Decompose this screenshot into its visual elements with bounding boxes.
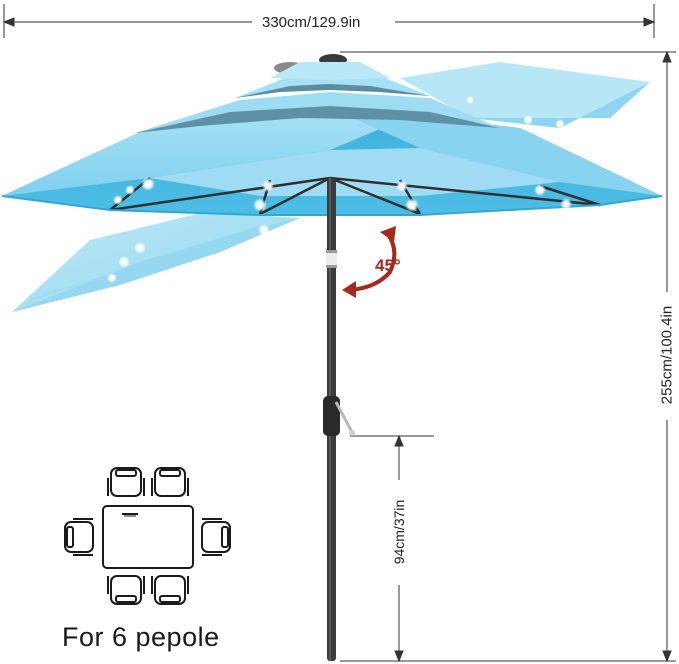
- canopy-main: [1, 54, 663, 216]
- led-lights: [107, 96, 572, 283]
- tilt-angle-label: 45°: [375, 256, 401, 275]
- width-dimension-line: [2, 4, 656, 38]
- tilted-canopy-section: [12, 212, 300, 312]
- capacity-caption: For 6 pepole: [62, 622, 220, 652]
- height-dimension-line: [340, 50, 676, 663]
- chair-icon: [201, 518, 231, 556]
- chair-icon: [107, 575, 145, 605]
- chair-icon: [107, 467, 145, 497]
- pole-height-dimension-label: 94cm/37in: [391, 496, 407, 568]
- pole-height-dimension-line: [350, 434, 434, 663]
- chair-icon: [151, 467, 189, 497]
- tilt-arrow-icon: [342, 226, 397, 298]
- height-dimension-label: 255cm/100.4in: [658, 301, 676, 409]
- width-dimension-label: 330cm/129.9in: [258, 14, 365, 31]
- umbrella-pole: [323, 178, 355, 661]
- chair-icon: [64, 518, 94, 556]
- chair-icon: [151, 575, 189, 605]
- dining-table-icon: [64, 467, 231, 605]
- crank-handle: [323, 396, 340, 436]
